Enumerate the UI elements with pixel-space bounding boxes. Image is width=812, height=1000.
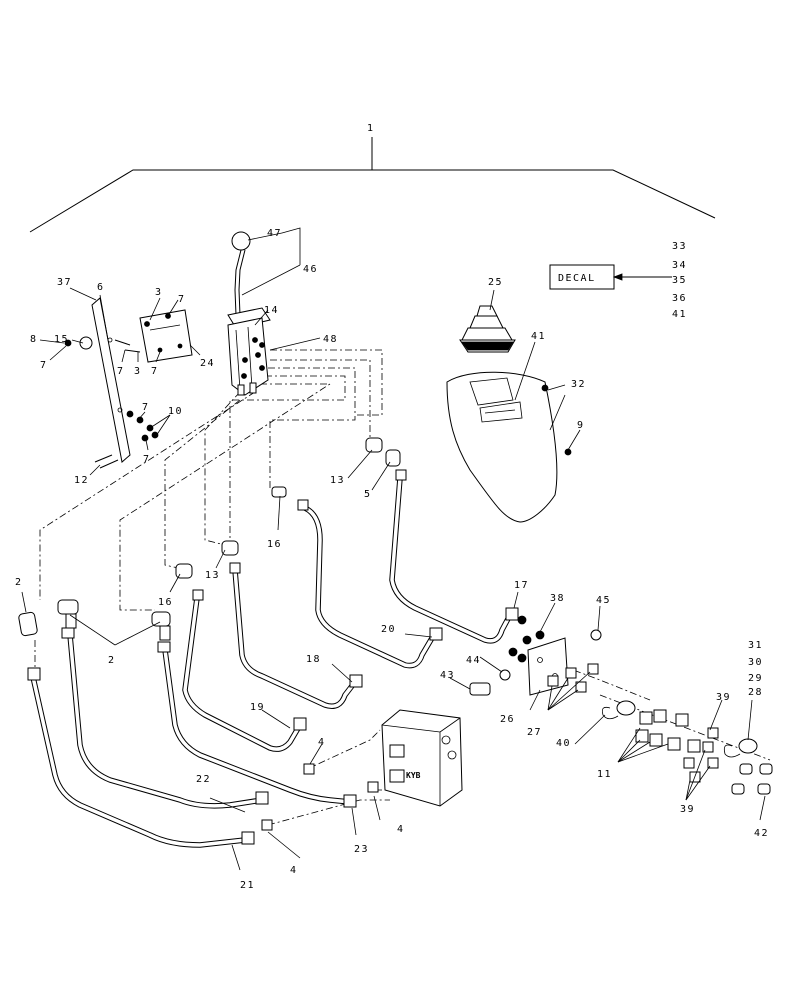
callout-38: 38	[550, 593, 565, 604]
callout-1: 1	[367, 123, 375, 134]
callout-7-top: 7	[178, 294, 186, 305]
coupler-assembly	[469, 615, 773, 795]
callout-27: 27	[527, 727, 542, 738]
callout-21: 21	[240, 880, 255, 891]
callout-26: 26	[500, 714, 515, 725]
callout-43: 43	[440, 670, 455, 681]
callout-7-left: 7	[40, 360, 48, 371]
callout-32: 32	[571, 379, 586, 390]
decal-references: 33 34 35 36 41	[672, 241, 687, 320]
valve-brand-label: KYB	[406, 771, 421, 780]
decal-ref-34: 34	[672, 260, 687, 271]
callout-31: 31	[748, 640, 763, 651]
callout-40: 40	[556, 738, 571, 749]
callout-45: 45	[596, 595, 611, 606]
rear-valve-block: KYB	[381, 709, 463, 807]
decal-box: DECAL	[549, 264, 672, 290]
callout-44: 44	[466, 655, 481, 666]
callout-7-right: 7	[151, 366, 159, 377]
callout-47: 47	[267, 228, 282, 239]
callout-labels: 1 47 46 25 37 6 3 7 14 15 8 7 7 3 7 24 4…	[15, 123, 769, 891]
callout-13-top: 13	[330, 475, 345, 486]
lever-boot	[459, 305, 516, 353]
decal-ref-41: 41	[672, 309, 687, 320]
callout-7-bottom: 7	[143, 454, 151, 465]
console-cover	[446, 371, 572, 523]
callout-41: 41	[531, 331, 546, 342]
decal-label: DECAL	[558, 273, 596, 284]
callout-4-mid: 4	[318, 737, 326, 748]
callout-6: 6	[97, 282, 105, 293]
callout-10: 10	[168, 406, 183, 417]
decal-ref-35: 35	[672, 275, 687, 286]
callout-13-left: 13	[205, 570, 220, 581]
callout-16-left: 16	[158, 597, 173, 608]
callout-5: 5	[364, 489, 372, 500]
leader-lines	[21, 227, 766, 871]
hydraulic-hoses	[30, 475, 513, 848]
callout-42: 42	[754, 828, 769, 839]
callout-4-right: 4	[397, 824, 405, 835]
callout-2-left: 2	[15, 577, 23, 588]
callout-19: 19	[250, 702, 265, 713]
assembly-bracket	[29, 137, 716, 233]
callout-25: 25	[488, 277, 503, 288]
callout-16-mid: 16	[267, 539, 282, 550]
callout-39-top: 39	[716, 692, 731, 703]
callout-23: 23	[354, 844, 369, 855]
callout-48: 48	[323, 334, 338, 345]
mounting-brackets	[64, 297, 193, 469]
callout-12: 12	[74, 475, 89, 486]
callout-28: 28	[748, 687, 763, 698]
lever-knob	[231, 231, 251, 251]
callout-22: 22	[196, 774, 211, 785]
callout-17: 17	[514, 580, 529, 591]
callout-7-lower: 7	[142, 402, 150, 413]
callout-46: 46	[303, 264, 318, 275]
callout-11: 11	[597, 769, 612, 780]
fittings	[18, 437, 519, 845]
callout-7-mid: 7	[117, 366, 125, 377]
callout-3-top: 3	[155, 287, 163, 298]
callout-39-bottom: 39	[680, 804, 695, 815]
callout-30: 30	[748, 657, 763, 668]
callout-14: 14	[264, 305, 279, 316]
callout-3-mid: 3	[134, 366, 142, 377]
callout-15: 15	[54, 334, 69, 345]
callout-29: 29	[748, 673, 763, 684]
control-valve-assembly	[227, 231, 271, 396]
callout-37: 37	[57, 277, 72, 288]
callout-20: 20	[381, 624, 396, 635]
callout-4-bottom: 4	[290, 865, 298, 876]
decal-ref-36: 36	[672, 293, 687, 304]
callout-9: 9	[577, 420, 585, 431]
callout-8: 8	[30, 334, 38, 345]
callout-18: 18	[306, 654, 321, 665]
callout-2-bottom: 2	[108, 655, 116, 666]
decal-ref-33: 33	[672, 241, 687, 252]
callout-24: 24	[200, 358, 215, 369]
